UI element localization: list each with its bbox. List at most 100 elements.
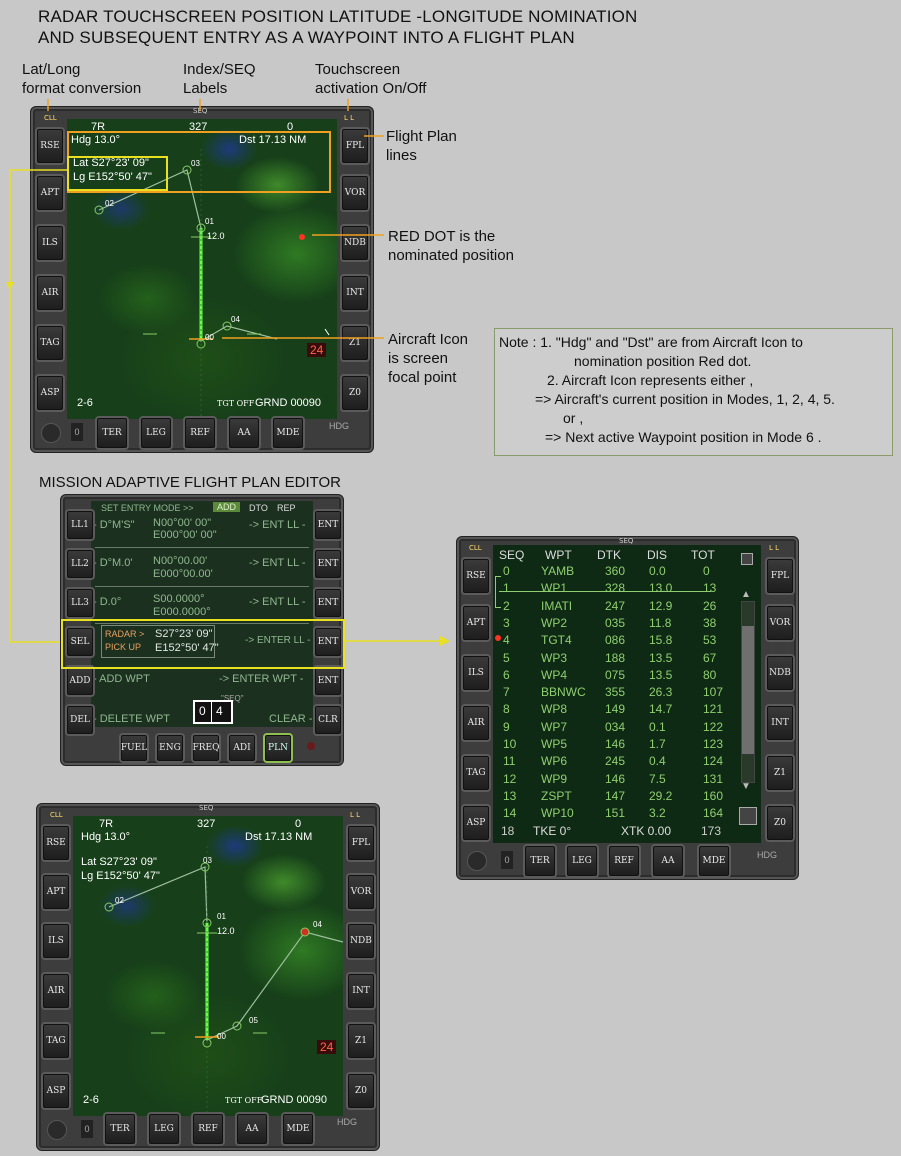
leg-button[interactable]: LEG bbox=[139, 416, 173, 450]
ent-button-5[interactable]: ENT bbox=[313, 665, 343, 697]
ils-button[interactable]: ILS bbox=[35, 224, 65, 262]
ll3-button[interactable]: LL3 bbox=[65, 587, 95, 619]
ent-button-3[interactable]: ENT bbox=[313, 587, 343, 619]
asp-button[interactable]: ASP bbox=[35, 374, 65, 412]
add-button[interactable]: ADD bbox=[65, 665, 95, 697]
int-button[interactable]: INT bbox=[340, 274, 370, 312]
ref-button[interactable]: REF bbox=[607, 844, 641, 878]
ndb-button[interactable]: NDB bbox=[340, 224, 370, 262]
z0-button[interactable]: Z0 bbox=[765, 804, 795, 842]
zero-button[interactable]: 0 bbox=[71, 423, 83, 441]
int-button[interactable]: INT bbox=[346, 972, 376, 1010]
apt-button[interactable]: APT bbox=[41, 873, 71, 911]
int-button[interactable]: INT bbox=[765, 704, 795, 742]
rse-button[interactable]: RSE bbox=[41, 824, 71, 862]
z1-button[interactable]: Z1 bbox=[765, 754, 795, 792]
ndb-button[interactable]: NDB bbox=[765, 654, 795, 692]
zero-button[interactable]: 0 bbox=[81, 1120, 93, 1138]
aa-button[interactable]: AA bbox=[651, 844, 685, 878]
del-button[interactable]: DEL bbox=[65, 704, 95, 736]
brightness-knob[interactable] bbox=[467, 851, 487, 871]
ref-button[interactable]: REF bbox=[191, 1112, 225, 1146]
scroll-up-icon[interactable]: ▲ bbox=[741, 589, 751, 600]
scroll-bottom-box[interactable] bbox=[739, 807, 757, 825]
apt-button[interactable]: APT bbox=[35, 174, 65, 212]
scrollbar-track[interactable] bbox=[741, 601, 755, 783]
freq-button[interactable]: FREQ bbox=[191, 733, 221, 763]
rse-button[interactable]: RSE bbox=[461, 557, 491, 595]
z0-button[interactable]: Z0 bbox=[340, 374, 370, 412]
leg-button[interactable]: LEG bbox=[147, 1112, 181, 1146]
tag-button[interactable]: TAG bbox=[461, 754, 491, 792]
fpl-button[interactable]: FPL bbox=[340, 127, 370, 165]
asp-button[interactable]: ASP bbox=[461, 804, 491, 842]
ter-button[interactable]: TER bbox=[523, 844, 557, 878]
radar-screen[interactable]: 7R 327 0 Hdg 13.0° Dst 17.13 NM Lat S27°… bbox=[73, 816, 343, 1116]
dto-mode-tab[interactable]: DTO bbox=[249, 503, 268, 513]
eng-button[interactable]: ENG bbox=[155, 733, 185, 763]
asp-button[interactable]: ASP bbox=[41, 1072, 71, 1110]
ter-button[interactable]: TER bbox=[103, 1112, 137, 1146]
z1-button[interactable]: Z1 bbox=[346, 1022, 376, 1060]
scrollbar-thumb[interactable] bbox=[742, 626, 754, 754]
ll2-button[interactable]: LL2 bbox=[65, 548, 95, 580]
ent-button-4[interactable]: ENT bbox=[313, 626, 343, 658]
ils-button[interactable]: ILS bbox=[461, 654, 491, 692]
vor-button[interactable]: VOR bbox=[346, 873, 376, 911]
sel-button[interactable]: SEL bbox=[65, 626, 95, 658]
vor-button[interactable]: VOR bbox=[765, 604, 795, 642]
scroll-top-box[interactable] bbox=[741, 553, 753, 565]
rse-button[interactable]: RSE bbox=[35, 127, 65, 165]
pln-button[interactable]: PLN bbox=[263, 733, 293, 763]
zero-button[interactable]: 0 bbox=[501, 851, 513, 869]
fpl-button[interactable]: FPL bbox=[765, 557, 795, 595]
z1-button[interactable]: Z1 bbox=[340, 324, 370, 362]
aa-button[interactable]: AA bbox=[235, 1112, 269, 1146]
ref-button[interactable]: REF bbox=[183, 416, 217, 450]
air-button[interactable]: AIR bbox=[41, 972, 71, 1010]
z0-button[interactable]: Z0 bbox=[346, 1072, 376, 1110]
mde-button[interactable]: MDE bbox=[271, 416, 305, 450]
tag-button[interactable]: TAG bbox=[41, 1022, 71, 1060]
add-mode-tab[interactable]: ADD bbox=[213, 502, 241, 512]
apt-button[interactable]: APT bbox=[461, 604, 491, 642]
seq-input[interactable]: 0 4 bbox=[193, 700, 233, 724]
brightness-knob[interactable] bbox=[41, 423, 61, 443]
ils-button[interactable]: ILS bbox=[41, 922, 71, 960]
aa-button[interactable]: AA bbox=[227, 416, 261, 450]
fuel-button[interactable]: FUEL bbox=[119, 733, 149, 763]
clr-button[interactable]: CLR bbox=[313, 704, 343, 736]
brightness-knob[interactable] bbox=[47, 1120, 67, 1140]
fpl-button[interactable]: FPL bbox=[346, 824, 376, 862]
mde-button[interactable]: MDE bbox=[281, 1112, 315, 1146]
ent-button-1[interactable]: ENT bbox=[313, 509, 343, 541]
scroll-down-icon[interactable]: ▼ bbox=[741, 781, 751, 792]
ll1-button[interactable]: LL1 bbox=[65, 509, 95, 541]
tag-button[interactable]: TAG bbox=[35, 324, 65, 362]
vor-button[interactable]: VOR bbox=[340, 174, 370, 212]
mde-button[interactable]: MDE bbox=[697, 844, 731, 878]
ent-button-2[interactable]: ENT bbox=[313, 548, 343, 580]
ter-button[interactable]: TER bbox=[95, 416, 129, 450]
rep-mode-tab[interactable]: REP bbox=[277, 503, 296, 513]
adi-button[interactable]: ADI bbox=[227, 733, 257, 763]
air-button[interactable]: AIR bbox=[35, 274, 65, 312]
radar-screen[interactable]: 7R 327 0 Hdg 13.0° Dst 17.13 NM Lat S27°… bbox=[67, 119, 337, 419]
ndb-button[interactable]: NDB bbox=[346, 922, 376, 960]
air-button[interactable]: AIR bbox=[461, 704, 491, 742]
